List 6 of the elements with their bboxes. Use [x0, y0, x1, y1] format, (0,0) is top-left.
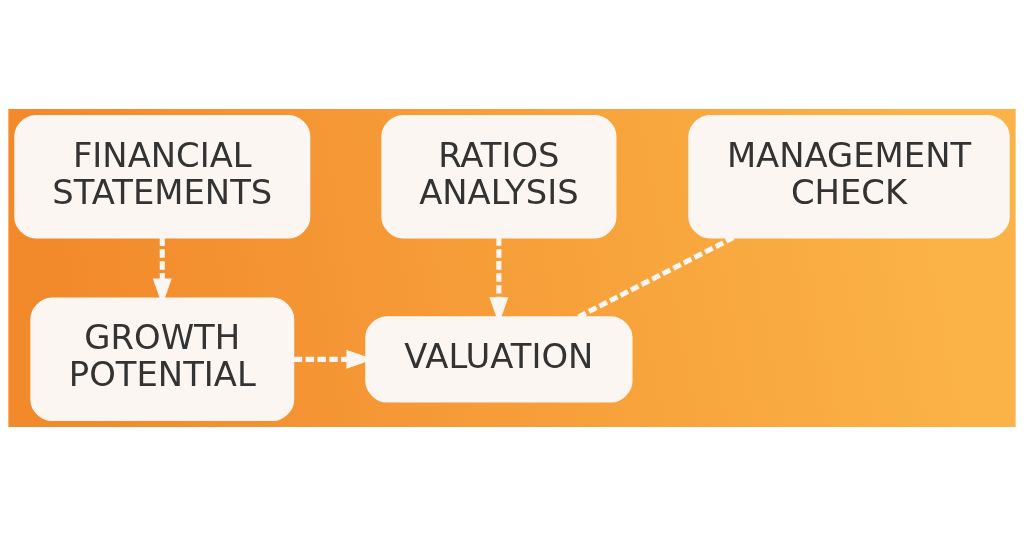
node-box: GROWTH POTENTIAL: [30, 297, 295, 422]
node-box: MANAGEMENT CHECK: [688, 114, 1010, 239]
node-box: RATIOS ANALYSIS: [381, 114, 617, 239]
node-box: VALUATION: [365, 316, 633, 403]
connector: [577, 235, 735, 320]
node-box: FINANCIAL STATEMENTS: [14, 114, 311, 239]
